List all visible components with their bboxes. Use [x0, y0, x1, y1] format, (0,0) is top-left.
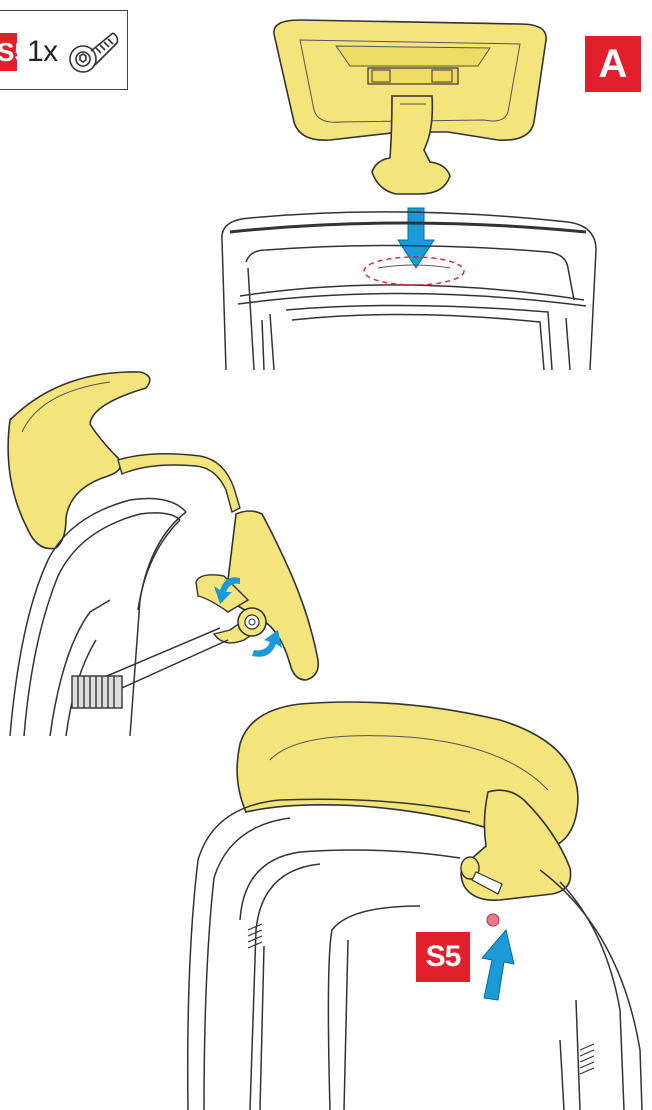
spring — [72, 676, 122, 708]
insert-arrow — [398, 208, 434, 268]
callout-label: S5 — [416, 932, 470, 982]
headrest-insert-figure — [222, 20, 596, 370]
screw-point — [487, 914, 499, 926]
backrest-rear-frame — [188, 799, 642, 1110]
screw-arrow — [482, 930, 514, 1000]
headrest-screw-figure — [188, 702, 642, 1110]
headrest-clamp-figure — [8, 372, 318, 736]
